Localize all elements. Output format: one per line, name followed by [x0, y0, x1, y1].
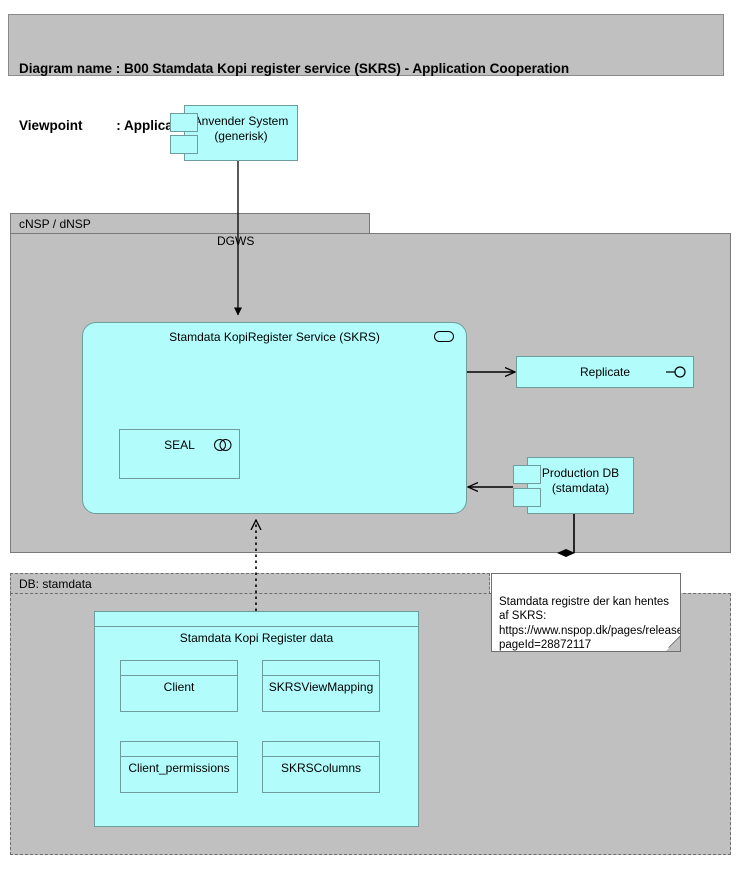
- skrs-view-mapping-label: SKRSViewMapping: [268, 680, 374, 694]
- node-production-db[interactable]: Production DB (stamdata): [513, 457, 634, 514]
- skrs-columns-header-strip: [263, 742, 379, 757]
- skr-data-label: Stamdata Kopi Register data: [179, 631, 334, 645]
- client-label: Client: [163, 680, 195, 694]
- node-seal[interactable]: SEAL: [119, 429, 240, 479]
- skrs-view-mapping-header-strip: [263, 661, 379, 676]
- replicate-label: Replicate: [579, 365, 631, 379]
- skrs-columns-label: SKRSColumns: [280, 761, 362, 775]
- skrs-service-label: Stamdata KopiRegister Service (SKRS): [169, 330, 380, 344]
- production-db-body: Production DB (stamdata): [527, 457, 634, 514]
- seal-label: SEAL: [164, 438, 195, 452]
- skr-data-header-strip: [95, 612, 418, 627]
- node-anvender-system[interactable]: Anvender System (generisk): [170, 105, 298, 161]
- client-header-strip: [121, 661, 237, 676]
- node-replicate[interactable]: Replicate: [516, 356, 694, 388]
- rounded-service-icon: [434, 331, 454, 342]
- group-tab-db-stamdata: DB: stamdata: [10, 573, 490, 594]
- collaboration-circles-icon: [214, 439, 232, 451]
- anvender-system-label: Anvender System (generisk): [193, 114, 289, 143]
- node-client[interactable]: Client: [120, 660, 238, 712]
- note-box[interactable]: Stamdata registre der kan hentes af SKRS…: [491, 573, 681, 652]
- viewpoint-line: Viewpoint : Application Cooperation: [19, 118, 281, 133]
- anvender-system-body: Anvender System (generisk): [184, 105, 298, 161]
- uml-component-icon: [513, 465, 541, 484]
- production-db-label: Production DB (stamdata): [541, 466, 620, 495]
- client-permissions-label: Client_permissions: [128, 761, 230, 775]
- uml-component-icon: [170, 113, 198, 132]
- uml-component-icon: [170, 135, 198, 154]
- connector-label-dgws: DGWS: [217, 234, 255, 248]
- node-skrs-view-mapping[interactable]: SKRSViewMapping: [262, 660, 380, 712]
- node-client-permissions[interactable]: Client_permissions: [120, 741, 238, 793]
- node-skrs-columns[interactable]: SKRSColumns: [262, 741, 380, 793]
- note-text: Stamdata registre der kan hentes af SKRS…: [499, 595, 680, 652]
- diagram-name-line: Diagram name : B00 Stamdata Kopi registe…: [19, 61, 570, 76]
- client-permissions-header-strip: [121, 742, 237, 757]
- uml-component-icon: [513, 488, 541, 507]
- lollipop-interface-icon: [666, 366, 686, 378]
- group-tab-cnsp: cNSP / dNSP: [10, 213, 370, 234]
- diagram-title-block: Diagram name : B00 Stamdata Kopi registe…: [8, 14, 724, 133]
- node-skr-data[interactable]: Stamdata Kopi Register data Client SKRSV…: [94, 611, 419, 827]
- node-skrs-service[interactable]: Stamdata KopiRegister Service (SKRS) SEA…: [82, 322, 467, 514]
